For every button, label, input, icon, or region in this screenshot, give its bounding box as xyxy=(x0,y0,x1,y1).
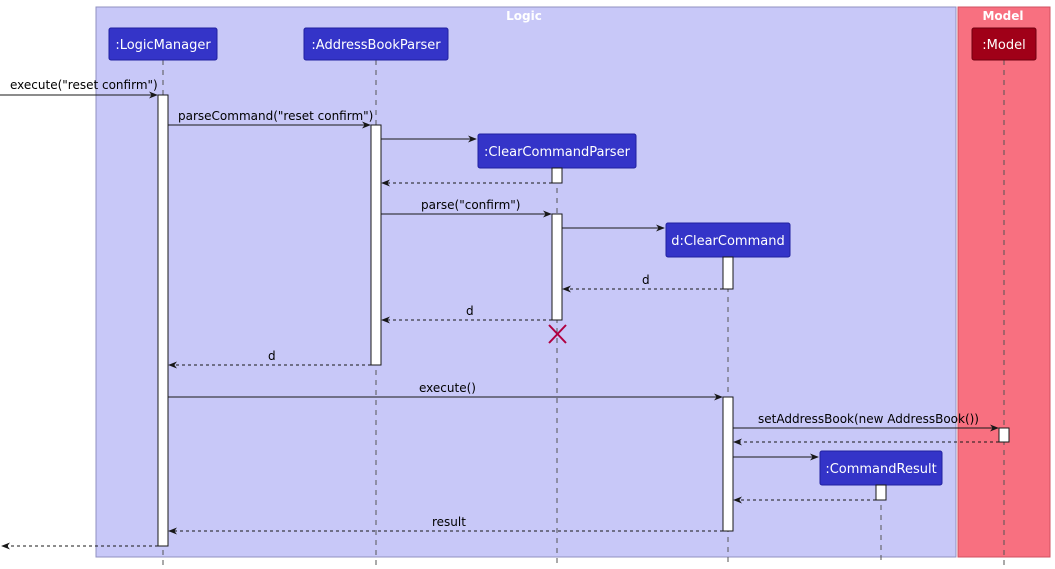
participant-model: :Model xyxy=(971,27,1037,61)
activation-command-result xyxy=(875,484,887,501)
participant-label-clear-command: d:ClearCommand xyxy=(671,234,784,249)
message-execute-label: execute() xyxy=(419,381,476,395)
participant-label-address-book-parser: :AddressBookParser xyxy=(311,38,441,53)
participant-clear-command: d:ClearCommand xyxy=(665,222,791,258)
activation-clear-command-execute xyxy=(722,396,734,532)
activation-clear-command-create xyxy=(722,256,734,290)
participant-label-model: :Model xyxy=(982,38,1025,53)
activation-address-book-parser xyxy=(370,124,382,366)
message-return-d-2-label: d xyxy=(466,304,474,318)
message-result-label: result xyxy=(432,515,466,529)
destroy-mark-icon xyxy=(548,324,567,344)
message-parse-command-label: parseCommand("reset confirm") xyxy=(178,109,373,123)
message-execute-call-label: execute("reset confirm") xyxy=(10,78,158,92)
activation-model xyxy=(998,427,1010,443)
activation-clear-command-parser-parse xyxy=(551,213,563,321)
participant-label-logic-manager: :LogicManager xyxy=(115,38,211,53)
participant-command-result: :CommandResult xyxy=(819,450,943,486)
logic-box xyxy=(95,6,957,558)
message-set-address-book-label: setAddressBook(new AddressBook()) xyxy=(758,412,979,426)
logic-box-title: Logic xyxy=(506,9,542,23)
message-return-d-1-label: d xyxy=(642,273,650,287)
participant-address-book-parser: :AddressBookParser xyxy=(303,27,449,61)
participant-label-clear-command-parser: :ClearCommandParser xyxy=(484,145,631,160)
participant-label-command-result: :CommandResult xyxy=(825,462,936,477)
model-box-title: Model xyxy=(982,9,1023,23)
participant-clear-command-parser: :ClearCommandParser xyxy=(477,133,637,169)
activation-logic-manager xyxy=(157,94,169,547)
activation-clear-command-parser-create xyxy=(551,167,563,184)
participant-logic-manager: :LogicManager xyxy=(108,27,218,61)
message-parse-confirm-label: parse("confirm") xyxy=(421,198,520,212)
message-return-d-3-label: d xyxy=(268,349,276,363)
